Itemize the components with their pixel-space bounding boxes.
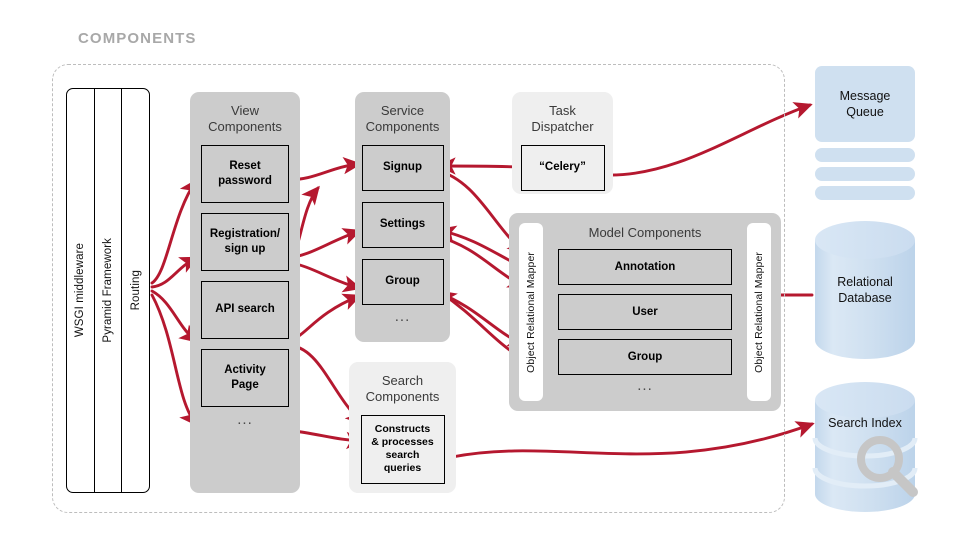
column-title: Task Dispatcher [531, 103, 594, 135]
stack-label: Routing [129, 270, 142, 311]
magnifier-icon [857, 436, 918, 497]
model-component-group[interactable]: Group [558, 339, 732, 376]
search-components-column: Search Components Constructs & processes… [349, 362, 456, 493]
stack-segment-routing[interactable]: Routing [122, 89, 149, 492]
object-relational-mapper-left[interactable]: Object Relational Mapper [519, 223, 543, 401]
column-title: View Components [208, 103, 282, 135]
service-component-group[interactable]: Group [361, 258, 444, 305]
stack-segment-wsgi-middleware[interactable]: WSGI middleware [67, 89, 95, 492]
model-component-user[interactable]: User [558, 294, 732, 331]
orm-label: Object Relational Mapper [525, 251, 537, 373]
arrow-routing-to-reset-password [150, 178, 198, 285]
service-components-column: Service Components Signup Settings Group… [355, 92, 450, 342]
message-queue-item [815, 167, 915, 181]
message-queue-label: Message Queue [839, 89, 891, 120]
message-queue[interactable]: Message Queue [815, 66, 915, 200]
task-dispatcher-column: Task Dispatcher “Celery” [512, 92, 613, 194]
message-queue-item [815, 186, 915, 200]
object-relational-mapper-right[interactable]: Object Relational Mapper [747, 223, 771, 401]
message-queue-head [815, 66, 915, 142]
stack-segment-pyramid-framework[interactable]: Pyramid Framework [95, 89, 123, 492]
search-index-label: Search Index [828, 416, 902, 430]
orm-label: Object Relational Mapper [753, 251, 765, 373]
stack-label: Pyramid Framework [102, 238, 114, 343]
column-title: Service Components [365, 103, 440, 135]
components-boundary [52, 64, 785, 513]
search-component-query-processor[interactable]: Constructs & processes search queries [360, 414, 445, 484]
service-component-settings[interactable]: Settings [361, 201, 444, 248]
task-dispatcher-celery[interactable]: “Celery” [520, 144, 605, 191]
view-component-registration-sign-up[interactable]: Registration/ sign up [201, 212, 289, 271]
model-component-annotation[interactable]: Annotation [558, 249, 732, 286]
view-component-api-search[interactable]: API search [201, 280, 289, 339]
framework-stack: WSGI middleware Pyramid Framework Routin… [66, 88, 150, 493]
model-components-block: Object Relational Mapper Object Relation… [509, 213, 781, 411]
model-components-ellipsis: ... [637, 377, 653, 395]
search-index[interactable]: Search Index [815, 382, 915, 514]
relational-database-shape [815, 221, 915, 359]
view-component-activity-page[interactable]: Activity Page [201, 348, 289, 407]
message-queue-item [815, 148, 915, 162]
arrow-search-component-to-search-index [450, 421, 815, 459]
service-component-signup[interactable]: Signup [361, 144, 444, 191]
relational-database-label: Relational Database [837, 275, 893, 306]
relational-database[interactable]: Relational Database [815, 222, 915, 358]
service-components-ellipsis: ... [394, 307, 411, 325]
view-component-reset-password[interactable]: Reset password [201, 144, 289, 203]
page-title: COMPONENTS [78, 30, 197, 47]
view-components-column: View Components Reset password Registrat… [190, 92, 300, 493]
view-components-ellipsis: ... [237, 410, 253, 428]
model-components-inner: Model Components Annotation User Group .… [553, 213, 737, 411]
column-title: Search Components [365, 373, 440, 405]
stack-label: WSGI middleware [74, 243, 87, 338]
column-title: Model Components [588, 225, 702, 240]
